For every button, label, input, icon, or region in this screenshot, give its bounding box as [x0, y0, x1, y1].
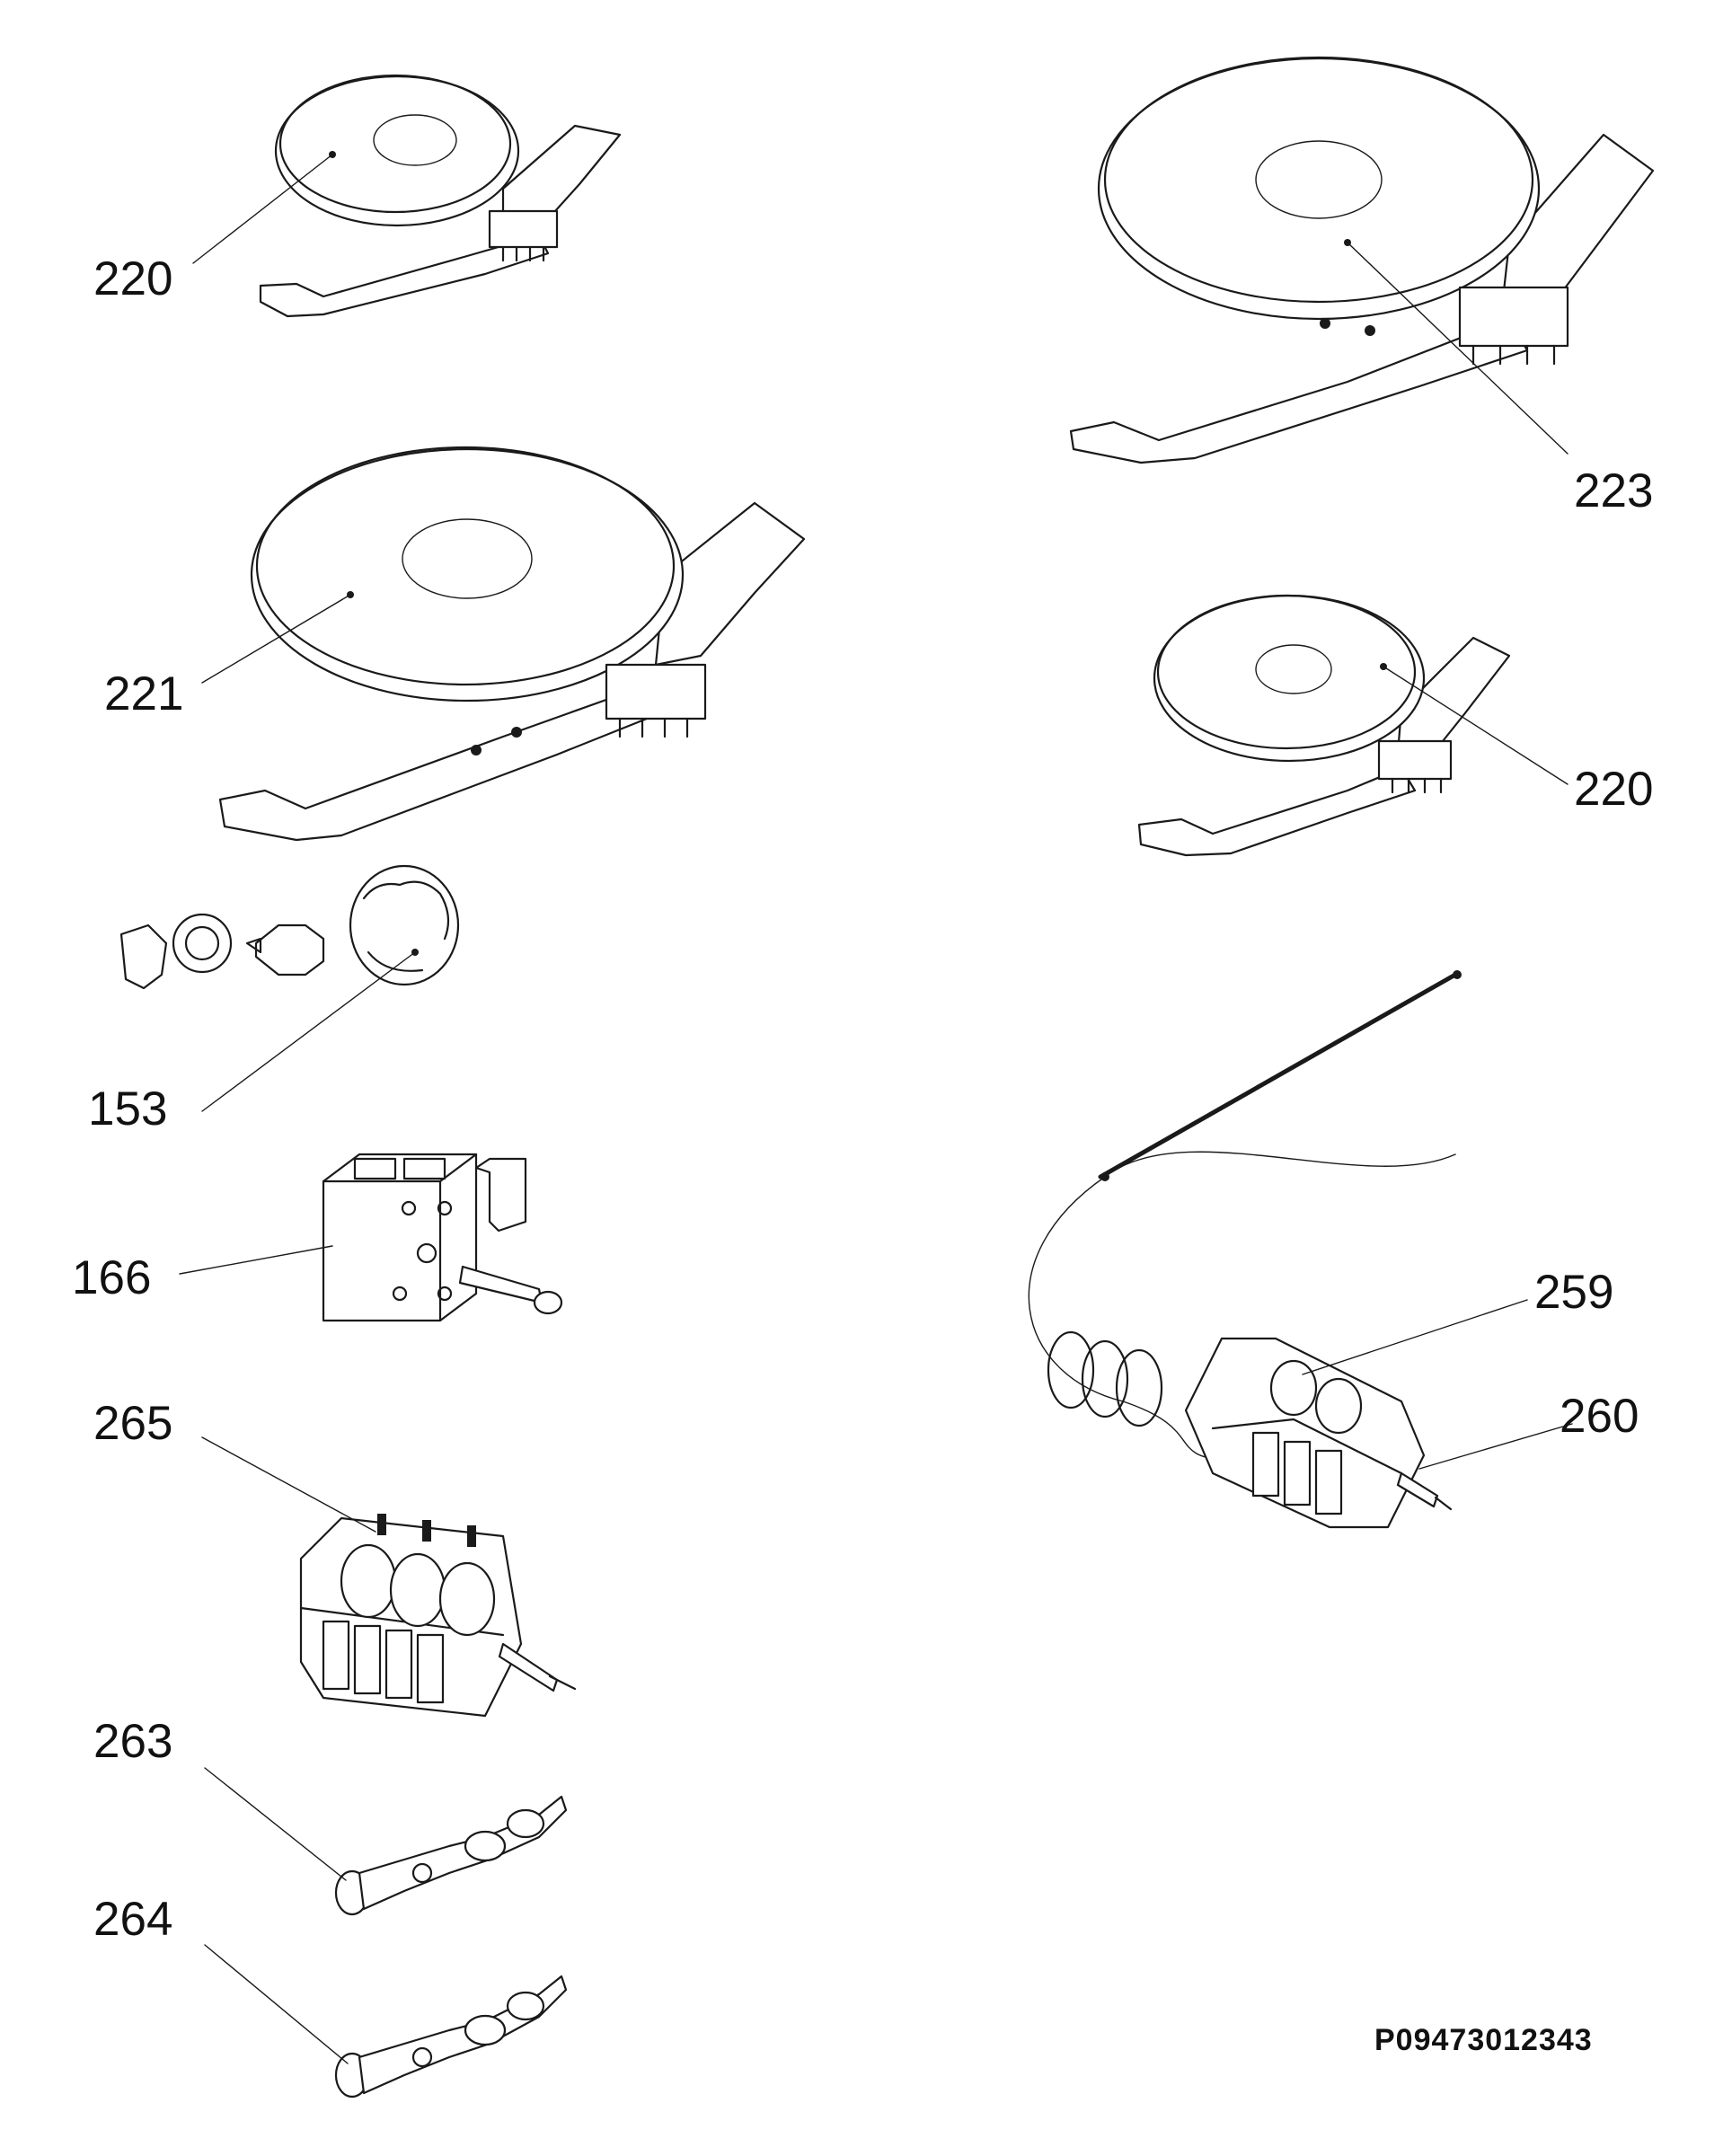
part-label-220-top: 220	[93, 252, 173, 305]
indicator-263	[334, 1795, 568, 1916]
hotplate-223	[1069, 56, 1655, 464]
diagram-reference-code: P09473012343	[1374, 2023, 1593, 2057]
part-label-166: 166	[72, 1251, 152, 1304]
part-label-221: 221	[104, 667, 184, 720]
hotplate-220-small-top	[259, 74, 622, 318]
part-label-263: 263	[93, 1715, 173, 1768]
indicator-264	[334, 1975, 568, 2099]
terminal-block-166	[322, 1153, 563, 1322]
hotplate-221	[218, 446, 806, 842]
part-label-153: 153	[88, 1082, 168, 1135]
thermostat-259-260	[1028, 970, 1462, 1529]
part-label-223: 223	[1574, 464, 1654, 517]
part-label-260: 260	[1560, 1390, 1639, 1443]
leader-lines	[179, 154, 1573, 2064]
hotplate-220-small-right	[1137, 594, 1511, 857]
part-label-264: 264	[93, 1893, 173, 1946]
switch-265	[299, 1514, 577, 1718]
part-label-220-right: 220	[1574, 763, 1654, 816]
part-label-265: 265	[93, 1397, 173, 1450]
lamp-assembly-153	[119, 864, 460, 990]
part-label-259: 259	[1534, 1266, 1614, 1319]
